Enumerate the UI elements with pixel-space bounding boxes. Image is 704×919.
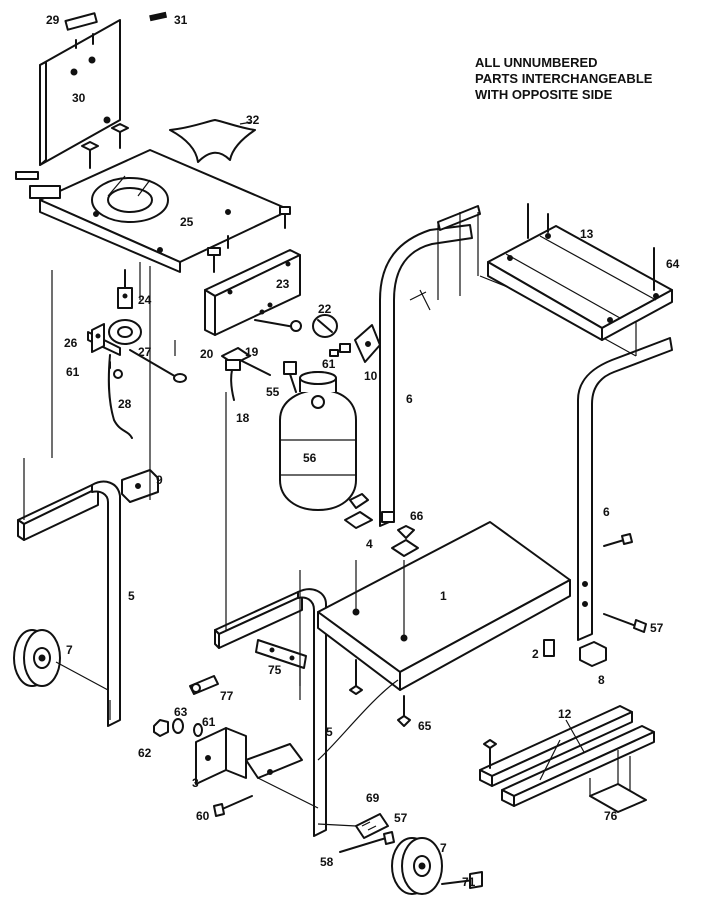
screw-right-upper — [603, 533, 633, 547]
leveler-8 — [579, 641, 607, 667]
callout-31: 31 — [174, 13, 188, 27]
wing-nut-66 — [391, 525, 419, 557]
callout-4: 4 — [366, 537, 373, 551]
spring-69 — [355, 813, 389, 839]
callout-9: 9 — [156, 473, 163, 487]
bolt-58 — [339, 831, 395, 853]
axle-bolt-71 — [441, 871, 483, 889]
washer-61c — [193, 723, 203, 737]
note-line-3: WITH OPPOSITE SIDE — [475, 87, 613, 102]
pin-31 — [149, 11, 168, 22]
callout-75: 75 — [268, 663, 282, 677]
hose-28 — [107, 354, 133, 439]
right-frame-6a — [379, 224, 473, 527]
callout-55: 55 — [266, 385, 280, 399]
callout-27: 27 — [138, 345, 152, 359]
handle-29 — [64, 12, 98, 49]
callout-28: 28 — [118, 397, 132, 411]
callout-61-b: 61 — [322, 357, 336, 371]
note-line-1: ALL UNNUMBERED — [475, 55, 598, 70]
callout-61-c: 61 — [202, 715, 216, 729]
callout-3: 3 — [192, 776, 199, 790]
callout-23: 23 — [276, 277, 290, 291]
top-shelf-13 — [487, 203, 673, 341]
callout-1: 1 — [440, 589, 447, 603]
callout-2: 2 — [532, 647, 539, 661]
callout-5-b: 5 — [326, 725, 333, 739]
callout-7-b: 7 — [440, 841, 447, 855]
callout-25: 25 — [180, 215, 194, 229]
caster-bracket-9 — [121, 469, 159, 503]
note-line-2: PARTS INTERCHANGEABLE — [475, 71, 653, 86]
wheel-7b — [391, 837, 443, 895]
callout-32: 32 — [246, 113, 260, 127]
callout-22: 22 — [318, 302, 332, 316]
side-panel-30 — [39, 19, 121, 166]
callout-69: 69 — [366, 791, 380, 805]
bottom-shelf-1 — [317, 521, 571, 691]
callout-65: 65 — [418, 719, 432, 733]
manifold-cover-23 — [204, 206, 301, 336]
callout-61-a: 61 — [66, 365, 80, 379]
callout-76: 76 — [604, 809, 618, 823]
callout-20: 20 — [200, 347, 214, 361]
callout-19: 19 — [245, 345, 259, 359]
callout-57-b: 57 — [394, 811, 408, 825]
tank-clip-4 — [344, 493, 373, 529]
wheel-7a — [13, 629, 109, 691]
callout-10: 10 — [364, 369, 378, 383]
callout-7-a: 7 — [66, 643, 73, 657]
rails-12 — [479, 705, 655, 807]
callout-5-a: 5 — [128, 589, 135, 603]
callout-62: 62 — [138, 746, 152, 760]
screw-57a — [603, 613, 647, 633]
callout-63: 63 — [174, 705, 188, 719]
callout-24: 24 — [138, 293, 152, 307]
bolt-and-washers — [81, 123, 129, 169]
callout-12: 12 — [558, 707, 572, 721]
leader-lines — [109, 262, 585, 827]
bolt-65 — [397, 695, 411, 727]
callout-18: 18 — [236, 411, 250, 425]
callout-60: 60 — [196, 809, 210, 823]
callout-58: 58 — [320, 855, 334, 869]
control-panel-25 — [15, 149, 291, 273]
screw-under — [349, 659, 363, 695]
bracket-32 — [169, 119, 256, 163]
screw-rail — [483, 739, 497, 769]
ignitor-24 — [117, 269, 133, 309]
fitting-10 — [329, 324, 381, 363]
bracket-76 — [589, 750, 647, 813]
callout-64: 64 — [666, 257, 680, 271]
bracket-26 — [91, 323, 105, 353]
callout-71: 71 — [462, 875, 476, 889]
nut-62 — [153, 719, 169, 737]
callout-30: 30 — [72, 91, 86, 105]
callout-8: 8 — [598, 673, 605, 687]
valve-stem — [254, 302, 302, 332]
washer-63 — [172, 718, 184, 734]
center-frame-5 — [149, 266, 327, 837]
tank-valve-55 — [283, 361, 297, 393]
callout-66: 66 — [410, 509, 424, 523]
callout-6-a: 6 — [406, 392, 413, 406]
callout-29: 29 — [46, 13, 60, 27]
callout-56: 56 — [303, 451, 317, 465]
left-frame-5 — [17, 270, 121, 727]
propane-tank-56 — [279, 371, 357, 511]
callout-13: 13 — [580, 227, 594, 241]
wire-18 — [230, 369, 235, 401]
callout-77: 77 — [220, 689, 234, 703]
callout-6-b: 6 — [603, 505, 610, 519]
hinge-77 — [189, 675, 219, 695]
axle-bracket-3 — [195, 727, 319, 809]
callout-57-a: 57 — [650, 621, 664, 635]
screw-60 — [213, 795, 253, 817]
clip-2 — [543, 639, 555, 657]
callout-26: 26 — [64, 336, 78, 350]
control-knob-22 — [312, 314, 338, 338]
right-frame-6b — [577, 337, 673, 641]
